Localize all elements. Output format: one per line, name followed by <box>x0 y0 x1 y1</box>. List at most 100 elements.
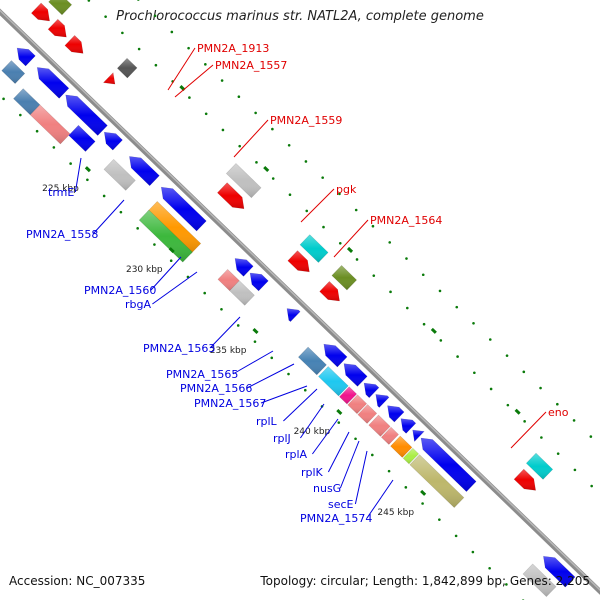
gene-label-reverse[interactable]: rplA <box>285 448 308 461</box>
feature-rev-cds[interactable] <box>412 429 425 443</box>
feature-rev-cog[interactable] <box>347 394 368 415</box>
gene-label-reverse[interactable]: PMN2A_1563 <box>143 342 215 355</box>
minor-tick <box>153 14 157 18</box>
feature-rev-cds[interactable] <box>323 343 348 368</box>
kbp-tick-label: 245 kbp <box>377 508 414 518</box>
label-leader-line <box>260 385 308 404</box>
gene-label-reverse[interactable]: secE <box>328 498 354 511</box>
minor-tick <box>102 194 106 198</box>
feature-rev-cds[interactable] <box>400 418 417 434</box>
feature-fwd-cds[interactable] <box>47 18 67 38</box>
feature-fwd-cds[interactable] <box>287 250 310 273</box>
gene-label-reverse[interactable]: PMN2A_1558 <box>26 228 98 241</box>
feature-rev-cds[interactable] <box>129 156 160 187</box>
feature-rev-cog[interactable] <box>338 386 358 405</box>
feature-rev-cds[interactable] <box>343 363 368 387</box>
label-leader-line <box>283 388 318 422</box>
minor-tick <box>438 518 441 521</box>
feature-rev-cds[interactable] <box>420 437 477 493</box>
feature-rev-cog[interactable] <box>229 280 255 306</box>
gene-label-forward[interactable]: PMN2A_1913 <box>197 42 269 55</box>
feature-fwd-cog[interactable] <box>116 57 138 79</box>
gene-label-reverse[interactable]: PMN2A_1565 <box>166 368 238 381</box>
gene-label-forward[interactable]: PMN2A_1564 <box>370 214 442 227</box>
gene-label-forward[interactable]: PMN2A_1559 <box>270 114 342 127</box>
minor-tick <box>421 502 424 505</box>
minor-tick <box>473 371 476 375</box>
minor-tick <box>523 420 526 423</box>
label-leader-line <box>354 450 368 505</box>
feature-rev-cog[interactable] <box>357 404 378 424</box>
kbp-tick-mark <box>336 408 343 415</box>
feature-fwd-cds[interactable] <box>216 182 245 210</box>
feature-fwd-cog[interactable] <box>48 0 73 16</box>
minor-tick <box>539 386 542 390</box>
feature-fwd-cds[interactable] <box>319 280 340 302</box>
gene-label-reverse[interactable]: trmE <box>48 186 74 199</box>
minor-tick <box>589 435 593 438</box>
gene-label-reverse[interactable]: nusG <box>313 482 341 495</box>
feature-rev-cog[interactable] <box>409 454 465 509</box>
feature-rev-cog[interactable] <box>522 563 557 598</box>
gene-label-reverse[interactable]: rbgA <box>125 298 151 311</box>
feature-rev-cog[interactable] <box>318 366 349 397</box>
gene-label-reverse[interactable]: PMN2A_1567 <box>194 397 266 410</box>
feature-rev-cds[interactable] <box>249 272 269 292</box>
feature-rev-cog[interactable] <box>402 447 420 465</box>
kbp-tick-label: 225 kbp <box>42 184 79 194</box>
minor-tick <box>153 243 156 246</box>
feature-rev-cog2[interactable] <box>29 104 71 145</box>
feature-fwd-cog[interactable] <box>225 163 262 199</box>
feature-rev-cds[interactable] <box>286 308 301 323</box>
feature-rev-cog[interactable] <box>390 435 413 458</box>
gene-label-reverse[interactable]: PMN2A_1566 <box>180 382 252 395</box>
minor-tick <box>355 258 359 261</box>
feature-rev-cog[interactable] <box>1 60 26 84</box>
feature-rev-cog[interactable] <box>103 158 136 191</box>
feature-rev-cds[interactable] <box>16 47 36 67</box>
kbp-tick-label: 230 kbp <box>126 265 163 275</box>
feature-rev-cds[interactable] <box>103 131 123 151</box>
gene-label-reverse[interactable]: rplL <box>256 415 278 428</box>
feature-rev-cog[interactable] <box>147 200 202 254</box>
gene-label-forward[interactable]: pgk <box>336 183 357 196</box>
feature-fwd-cds[interactable] <box>102 71 116 85</box>
feature-rev-cds[interactable] <box>36 67 70 99</box>
feature-rev-cog[interactable] <box>380 426 400 445</box>
minor-tick <box>271 127 274 131</box>
minor-tick <box>322 225 325 229</box>
gene-label-forward[interactable]: PMN2A_1557 <box>215 59 287 72</box>
label-leader-line <box>327 431 350 473</box>
feature-rev-cds[interactable] <box>387 405 405 423</box>
kbp-tick-mark <box>252 328 259 335</box>
feature-fwd-cds[interactable] <box>513 468 537 491</box>
gene-label-reverse[interactable]: PMN2A_1574 <box>300 512 372 525</box>
gene-label-reverse[interactable]: rplK <box>301 466 324 479</box>
feature-rev-cog[interactable] <box>297 346 327 376</box>
minor-tick <box>204 112 208 116</box>
feature-rev-cds[interactable] <box>160 186 207 232</box>
feature-fwd-cog[interactable] <box>525 452 554 480</box>
feature-rev-cog[interactable] <box>368 414 391 437</box>
minor-tick <box>203 291 207 295</box>
feature-rev-cog2[interactable] <box>138 209 193 263</box>
minor-tick <box>405 257 408 260</box>
minor-tick <box>271 177 275 180</box>
feature-fwd-cds[interactable] <box>64 34 84 54</box>
feature-fwd-cog[interactable] <box>299 234 329 263</box>
feature-fwd-cds[interactable] <box>30 2 50 22</box>
gene-label-reverse[interactable]: rplJ <box>273 432 291 445</box>
feature-rev-cds[interactable] <box>363 382 380 399</box>
feature-rev-cds[interactable] <box>375 393 390 408</box>
feature-rev-cog[interactable] <box>68 124 96 152</box>
feature-fwd-cog[interactable] <box>331 264 358 291</box>
feature-rev-cds[interactable] <box>65 94 108 136</box>
minor-tick <box>489 387 493 391</box>
feature-rev-cds[interactable] <box>234 258 254 277</box>
gene-label-reverse[interactable]: PMN2A_1560 <box>84 284 156 297</box>
gene-label-forward[interactable]: eno <box>548 406 569 419</box>
minor-tick <box>35 129 39 133</box>
feature-rev-cds[interactable] <box>543 555 576 588</box>
